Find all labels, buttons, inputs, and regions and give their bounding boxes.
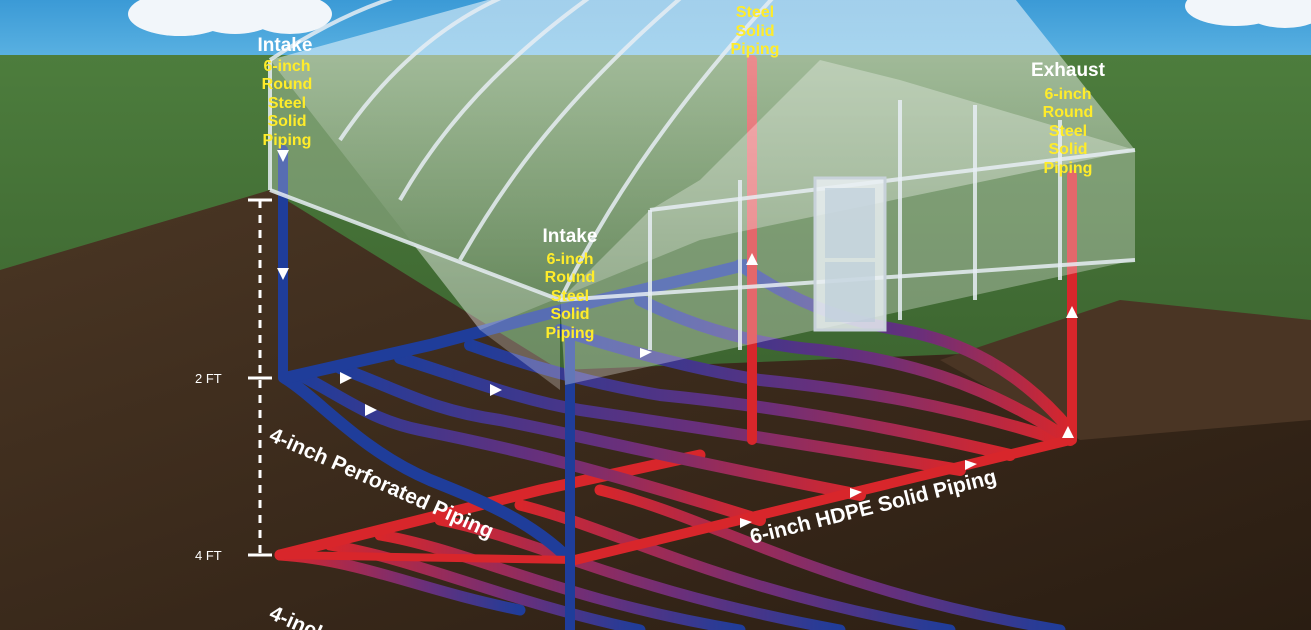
label-intake-left: Intake 6-inch Round Steel Solid Piping: [258, 35, 313, 149]
svg-text:Solid: Solid: [550, 306, 589, 323]
svg-text:Round: Round: [1043, 104, 1094, 121]
svg-text:Solid: Solid: [1048, 141, 1087, 158]
depth-scale: [248, 198, 272, 557]
depth-mark-2ft: 2 FT: [195, 371, 222, 386]
svg-text:Steel: Steel: [551, 288, 589, 305]
svg-text:6-inch: 6-inch: [546, 251, 593, 268]
soil-right-mound: [940, 300, 1311, 440]
svg-text:Intake: Intake: [258, 35, 313, 56]
label-exhaust: Exhaust 6-inch Round Steel Solid Piping: [1031, 60, 1106, 177]
label-intake-center: Intake 6-inch Round Steel Solid Piping: [543, 226, 598, 342]
svg-text:Solid: Solid: [267, 113, 306, 130]
greenhouse-roof: [270, 0, 1135, 330]
svg-text:Solid: Solid: [735, 23, 774, 40]
soil-trench: [0, 190, 1311, 630]
greenhouse-side: [270, 60, 560, 390]
svg-text:6-inch: 6-inch: [263, 58, 310, 75]
svg-text:Exhaust: Exhaust: [1031, 60, 1106, 81]
label-top-center: Steel Solid Piping: [731, 4, 780, 58]
greenhouse-door: [813, 176, 887, 332]
svg-text:Intake: Intake: [543, 226, 598, 247]
svg-text:Round: Round: [262, 76, 313, 93]
flow-arrows: [277, 150, 1078, 528]
cloud-left: [128, 0, 332, 36]
svg-text:Steel: Steel: [736, 4, 774, 21]
svg-text:Round: Round: [545, 269, 596, 286]
depth-mark-4ft: 4 FT: [195, 548, 222, 563]
greenhouse: [268, 0, 1136, 390]
svg-text:Steel: Steel: [268, 95, 306, 112]
svg-text:Piping: Piping: [263, 132, 312, 149]
svg-text:6-inch: 6-inch: [1044, 86, 1091, 103]
svg-text:Steel: Steel: [1049, 123, 1087, 140]
svg-text:Piping: Piping: [731, 41, 780, 58]
cloud-right: [1185, 0, 1311, 28]
upper-pipe-field: [279, 259, 1076, 566]
svg-text:Piping: Piping: [1044, 160, 1093, 177]
svg-text:Piping: Piping: [546, 325, 595, 342]
